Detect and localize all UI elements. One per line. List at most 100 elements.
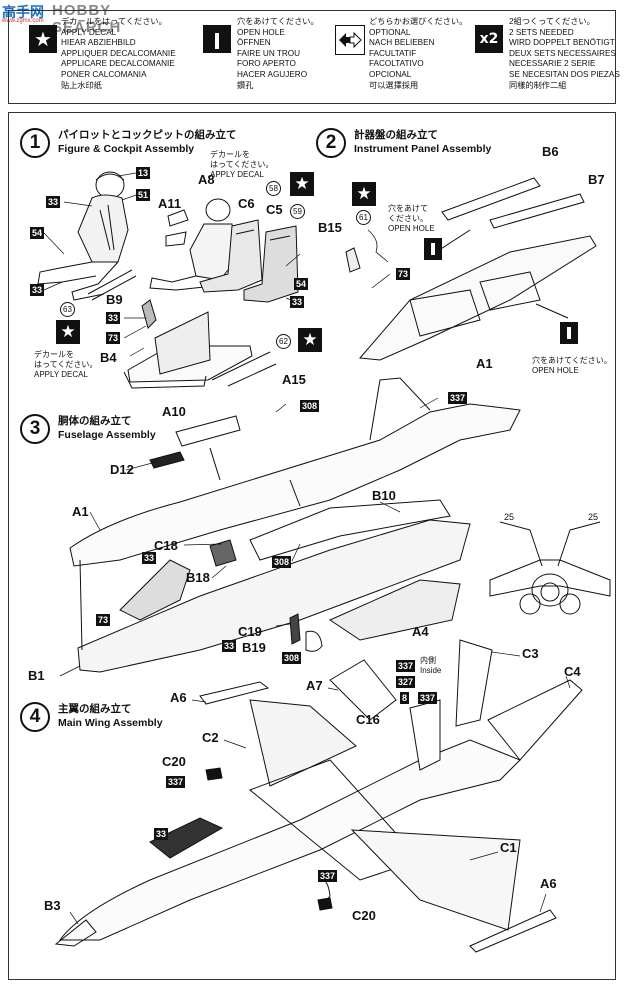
arrows-icon — [335, 25, 365, 55]
part-c2: C2 — [202, 730, 219, 745]
num-54: 54 — [30, 227, 45, 239]
decal-note-2: デカールをはってください。APPLY DECAL — [34, 350, 98, 379]
step-2-badge: 2 — [316, 128, 346, 158]
part-a1: A1 — [476, 356, 493, 371]
part-a6: A6 — [170, 690, 187, 705]
part-c20-lower: C20 — [352, 908, 376, 923]
num-63: 63 — [60, 302, 75, 317]
part-a1-fuselage: A1 — [72, 504, 89, 519]
part-a4: A4 — [412, 624, 429, 639]
star-icon: ★ — [56, 320, 80, 344]
part-b18: B18 — [186, 570, 210, 585]
part-b4: B4 — [100, 350, 117, 365]
num-33: 33 — [46, 196, 61, 208]
num-33: 33 — [142, 552, 157, 564]
part-a15: A15 — [282, 372, 306, 387]
seated-figure-drawing — [149, 198, 237, 291]
part-b15: B15 — [318, 220, 342, 235]
part-d12: D12 — [110, 462, 134, 477]
part-a7: A7 — [306, 678, 323, 693]
part-c5: C5 — [266, 202, 283, 217]
num-33: 33 — [290, 296, 305, 308]
cockpit-tub-drawing — [87, 269, 277, 389]
angle-right: 25 — [588, 512, 599, 522]
part-c20: C20 — [162, 754, 186, 769]
step-1-badge: 1 — [20, 128, 50, 158]
star-icon: ★ — [352, 182, 376, 206]
star-icon: ★ — [29, 25, 57, 53]
num-8: 8 — [400, 692, 410, 704]
part-c4: C4 — [564, 664, 581, 679]
part-b10: B10 — [372, 488, 396, 503]
num-308: 308 — [282, 652, 302, 664]
front-view-drawing — [489, 521, 611, 615]
part-b6: B6 — [542, 144, 559, 159]
part-a11: A11 — [158, 196, 182, 211]
watermark-site: www.zgmx.com — [2, 18, 44, 24]
step-4-badge: 4 — [20, 702, 50, 732]
star-icon: ★ — [298, 328, 322, 352]
num-62: 62 — [276, 334, 291, 349]
fuselage-upper-drawing — [69, 377, 521, 567]
num-337: 337 — [418, 692, 438, 704]
part-c19: C19 — [238, 624, 262, 639]
angle-left: 25 — [504, 512, 515, 522]
num-54: 54 — [294, 278, 309, 290]
ejection-seats-drawing — [199, 219, 299, 303]
watermark-chinese: 高手网 — [2, 4, 44, 20]
instruction-sheet — [8, 112, 616, 980]
instrument-panel-drawing — [345, 177, 597, 361]
num-33: 33 — [30, 284, 45, 296]
num-337: 337 — [448, 392, 468, 404]
num-33: 33 — [106, 312, 121, 324]
num-73: 73 — [106, 332, 121, 344]
num-308: 308 — [272, 556, 292, 568]
part-b1: B1 — [28, 668, 45, 683]
pilot-figure-drawing — [37, 171, 129, 301]
x2-icon: x2 — [475, 25, 503, 53]
hole-note-2: 穴をあけてください。OPEN HOLE — [532, 356, 612, 375]
num-59: 59 — [290, 204, 305, 219]
drill-icon — [424, 238, 442, 260]
num-33: 33 — [222, 640, 237, 652]
num-51: 51 — [136, 189, 151, 201]
num-337: 337 — [318, 870, 338, 882]
fuselage-lower-drawing — [77, 499, 471, 673]
part-a8: A8 — [198, 172, 215, 187]
hole-note-1: 穴をあけてください。OPEN HOLE — [388, 204, 435, 233]
part-b9: B9 — [106, 292, 123, 307]
part-c18: C18 — [154, 538, 178, 553]
part-b19: B19 — [242, 640, 266, 655]
part-c16: C16 — [356, 712, 380, 727]
num-13: 13 — [136, 167, 151, 179]
star-icon: ★ — [290, 172, 314, 196]
part-a10: A10 — [162, 404, 186, 419]
leader-lines — [43, 172, 571, 925]
num-73: 73 — [96, 614, 111, 626]
num-337: 337 — [166, 776, 186, 788]
part-c3: C3 — [522, 646, 539, 661]
num-61: 61 — [356, 210, 371, 225]
num-33: 33 — [154, 828, 169, 840]
part-a6-right: A6 — [540, 876, 557, 891]
part-b7: B7 — [588, 172, 605, 187]
num-58: 58 — [266, 181, 281, 196]
num-73: 73 — [396, 268, 411, 280]
drill-icon — [203, 25, 231, 53]
decal-note-1: デカールをはってください。APPLY DECAL — [210, 150, 274, 179]
num-308: 308 — [300, 400, 320, 412]
step-3-badge: 3 — [20, 414, 50, 444]
drill-icon — [560, 322, 578, 344]
part-c1: C1 — [500, 840, 517, 855]
num-337: 337 — [396, 660, 416, 672]
part-c6: C6 — [238, 196, 255, 211]
